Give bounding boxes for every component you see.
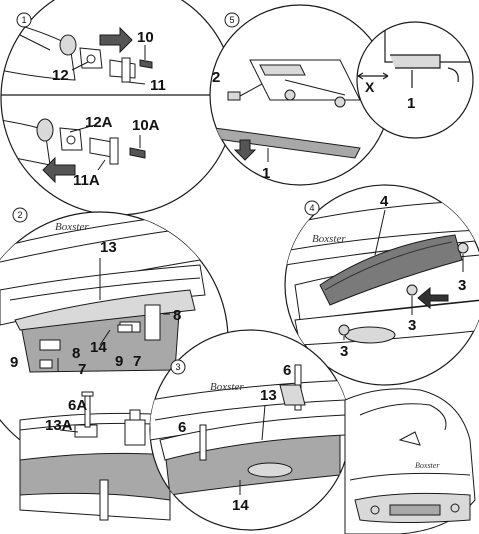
step-number-5: 5 [229,15,234,25]
label-13: 13 [100,239,117,256]
panel-step-4: 4 Boxster 4 3 3 3 [284,184,479,386]
label-3-center: 3 [408,317,416,334]
label-12a: 12A [85,114,113,131]
label-12: 12 [52,67,69,84]
label-10: 10 [137,29,154,46]
label-7-right: 7 [133,353,141,370]
label-10a: 10A [132,117,160,134]
step-number-4: 4 [309,203,314,213]
panel-step-3: 6A 13A 3 Boxster 6 13 6 14 [19,329,351,531]
label-9-left: 9 [10,354,18,371]
label-6-top: 6 [283,362,291,379]
label-3-left: 3 [340,343,348,360]
car-overview [344,388,476,534]
brand-script-panel2: Boxster [55,221,89,233]
label-11: 11 [150,77,166,94]
label-3-right: 3 [458,277,466,294]
label-1-panel5: 1 [262,165,270,182]
label-2: 2 [212,69,220,86]
label-x: X [365,79,375,95]
brand-script-panel3: Boxster [210,381,244,393]
step-number-2: 2 [17,210,22,220]
label-6-left: 6 [178,419,186,436]
label-11a: 11A [73,172,100,189]
panel-step-5: 5 2 1 X 1 [209,4,474,186]
brand-script-car: Boxster [415,461,440,470]
label-8-left: 8 [72,345,80,362]
step-number-1: 1 [21,15,26,25]
label-14: 14 [90,339,107,356]
panel-step-1: 1 10 12 11 12A 10A 11A [0,0,236,216]
brand-script-panel4: Boxster [312,233,346,245]
label-9-right: 9 [115,353,123,370]
label-8-right: 8 [173,307,181,324]
label-7-left: 7 [78,361,86,378]
label-4: 4 [380,193,389,210]
label-6a: 6A [68,397,87,414]
label-14-panel3: 14 [232,497,249,514]
label-13a: 13A [45,417,73,434]
step-number-3: 3 [175,362,180,372]
label-13-panel3: 13 [260,387,277,404]
label-1-zoom: 1 [407,95,415,112]
